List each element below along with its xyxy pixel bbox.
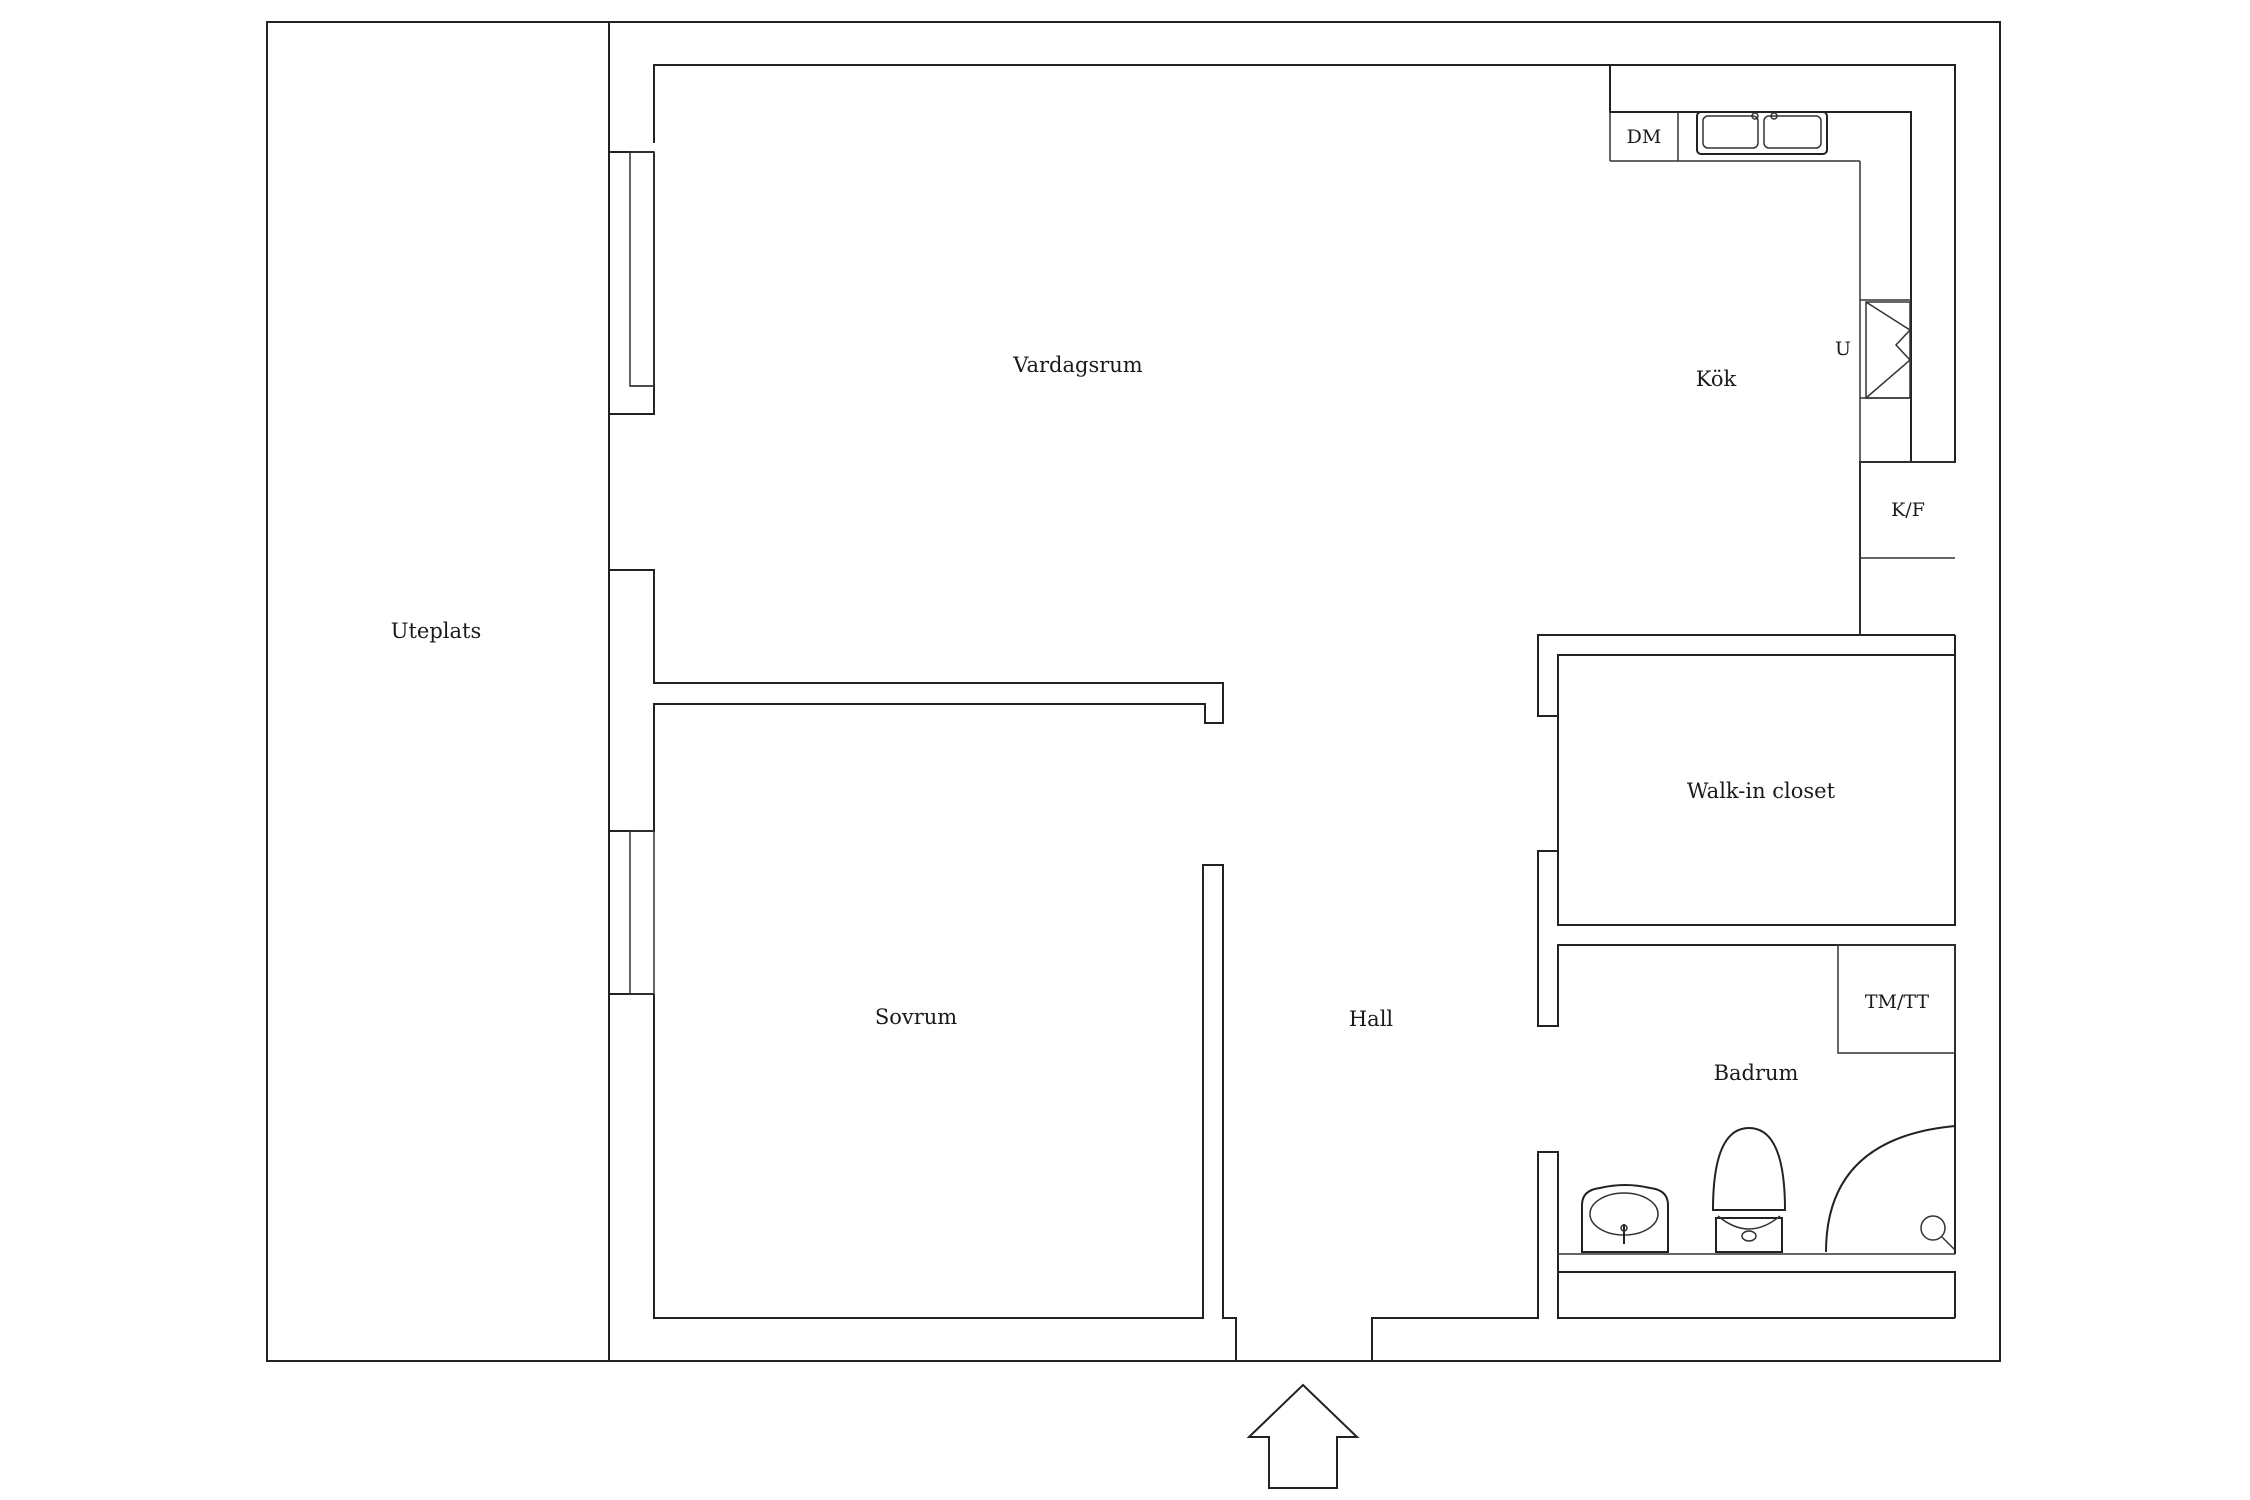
room-label-walk-in-closet: Walk-in closet: [1687, 779, 1836, 803]
windows: [629, 151, 655, 995]
room-label-uteplats: Uteplats: [391, 619, 481, 643]
toilet: [1711, 1126, 1787, 1253]
room-label-hall: Hall: [1349, 1007, 1394, 1031]
room-label-badrum: Badrum: [1714, 1061, 1799, 1085]
room-label-sovrum: Sovrum: [875, 1005, 957, 1029]
fixture-label-dishwasher: DM: [1627, 126, 1662, 148]
entrance-arrow: [1246, 1383, 1360, 1489]
oven-symbol: [1865, 301, 1912, 399]
fixture-label-washer-dryer: TM/TT: [1865, 991, 1930, 1013]
shower: [1825, 1125, 1956, 1253]
closet-outline: [1557, 654, 1956, 926]
outer-boundary: [266, 21, 2001, 1362]
washer-dryer-box: [1837, 944, 1956, 1054]
room-label-kok: Kök: [1696, 367, 1737, 391]
fixture-label-fridge-freezer: K/F: [1891, 499, 1925, 521]
room-label-vardagsrum: Vardagsrum: [1012, 353, 1143, 377]
kitchen-sink: [1696, 111, 1828, 155]
fixture-label-oven: U: [1835, 338, 1851, 360]
washbasin: [1581, 1184, 1669, 1253]
